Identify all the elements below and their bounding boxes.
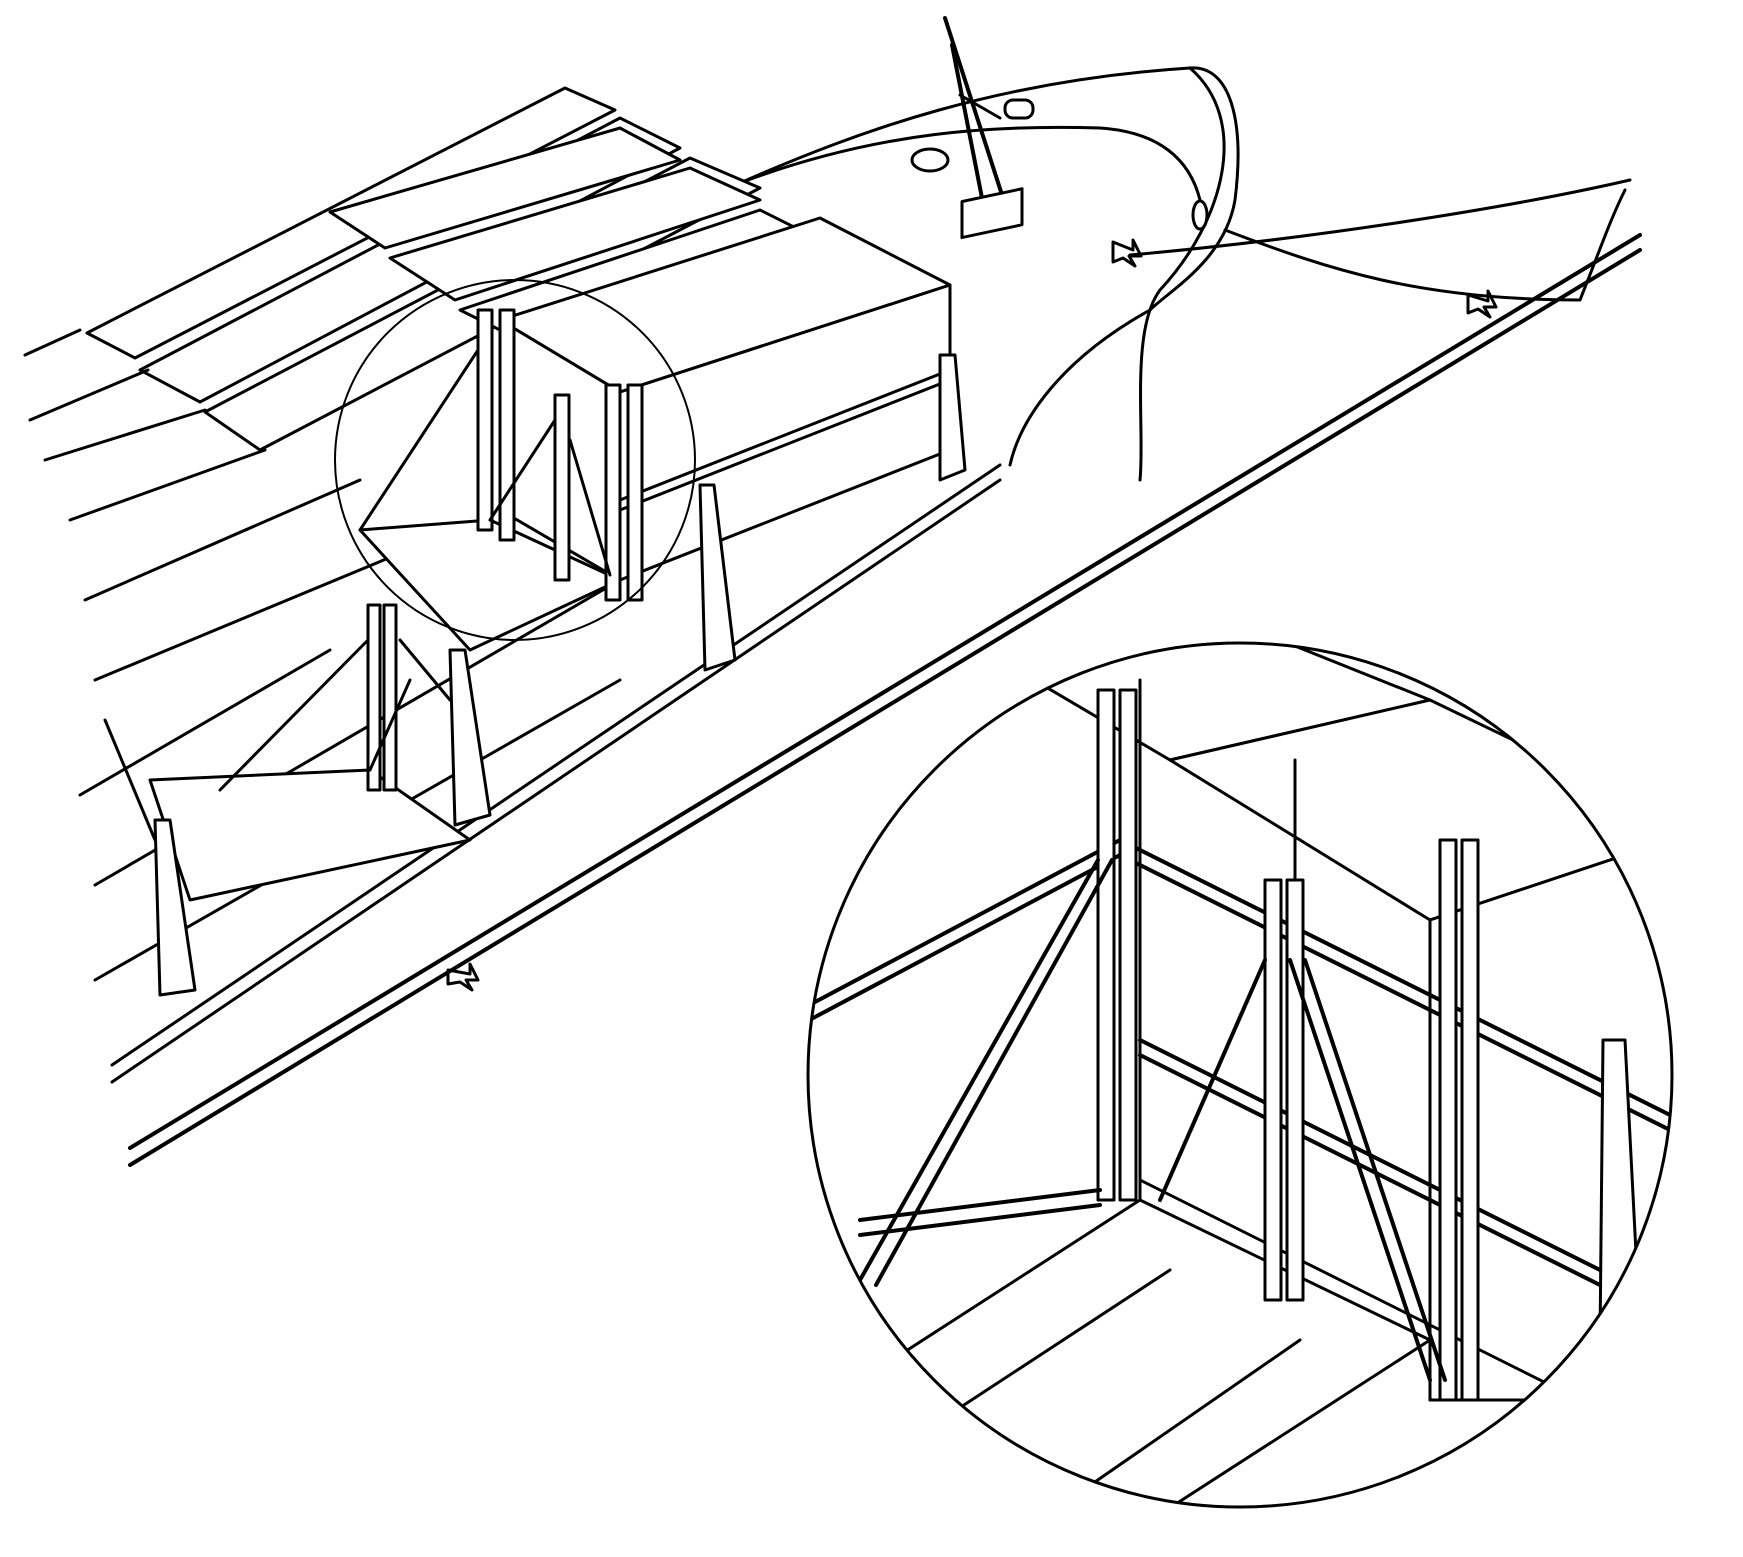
mast <box>943 16 1005 200</box>
lashing-pole-tapered <box>938 353 967 482</box>
lashing-pole <box>553 393 571 582</box>
lashing-pole <box>382 603 398 792</box>
row-line <box>28 368 150 422</box>
lashing-rod <box>398 638 452 702</box>
lashing-rod <box>218 638 370 792</box>
lashing-pole-tapered <box>698 483 737 672</box>
row-line <box>618 378 952 512</box>
vent-cap <box>1003 98 1035 120</box>
lashing-pole-tapered <box>153 818 197 997</box>
container-top <box>388 166 762 302</box>
lashing-pole <box>604 383 622 602</box>
container-top <box>328 126 682 250</box>
row-line <box>68 448 267 522</box>
bay-floor <box>148 768 472 902</box>
lashing-pole <box>498 308 516 542</box>
inset-lashing-pole <box>1460 838 1480 1402</box>
lashing-pole <box>626 383 644 602</box>
inset-lashing-rod <box>858 1203 1102 1237</box>
inset-lashing-rod <box>858 1188 1102 1222</box>
hull-bow-outline <box>738 66 1240 467</box>
inset-lashing-rod <box>1158 958 1267 1202</box>
anchor-icon <box>446 962 480 992</box>
lashing-rod <box>368 678 412 772</box>
inset-lashing-rod <box>858 858 1100 1282</box>
mooring-bollard <box>910 147 950 173</box>
lashing-rod <box>488 418 557 522</box>
lashing-pole-tapered <box>448 648 492 827</box>
row-line <box>618 368 952 502</box>
ship-hull <box>110 66 1642 1167</box>
row-line <box>83 478 362 602</box>
lashing-poles <box>103 308 967 997</box>
mast-base <box>960 187 1024 240</box>
inset-lashing-pole <box>1096 688 1116 1202</box>
lashing-pole <box>366 603 382 792</box>
lashing-pole <box>476 308 494 532</box>
bow-fittings <box>910 16 1209 240</box>
lashing-rod <box>103 718 157 842</box>
hawse-pipe <box>1191 199 1209 231</box>
row-line <box>43 408 207 462</box>
forecastle-edge <box>738 125 1202 202</box>
hull-sheer-lower <box>128 248 1642 1167</box>
inset-lashing-pole <box>1285 878 1305 1302</box>
inset-lashing-pole <box>1438 838 1458 1402</box>
anchor-icon <box>1111 238 1143 268</box>
inset-lashing-rod <box>1288 958 1432 1382</box>
hull-bow-stem <box>1138 66 1226 482</box>
lashing-rod <box>568 438 612 577</box>
inset-lashing-rod <box>1303 958 1447 1382</box>
detail-magnifier-circle <box>334 279 696 641</box>
hull-sheer-upper <box>128 233 1642 1150</box>
mooring-line-2 <box>1223 188 1627 302</box>
inset-lashing-pole <box>1118 688 1138 1202</box>
row-line <box>78 648 332 797</box>
anchor-icons <box>446 238 1498 992</box>
inset-lashing-pole <box>1263 878 1283 1302</box>
mast-stay <box>958 93 1002 120</box>
detail-inset-border <box>806 641 1674 1509</box>
detail-inset-circle <box>806 641 1674 1509</box>
row-line <box>23 328 82 357</box>
deck-rail-lower <box>110 478 1002 1084</box>
anchor-icon <box>1466 289 1498 319</box>
inset-container-top <box>1168 698 1672 922</box>
lashing-rod <box>358 348 480 532</box>
mooring-line <box>1128 178 1632 257</box>
deck-rail-upper <box>110 463 1002 1067</box>
mast-2 <box>950 43 984 200</box>
